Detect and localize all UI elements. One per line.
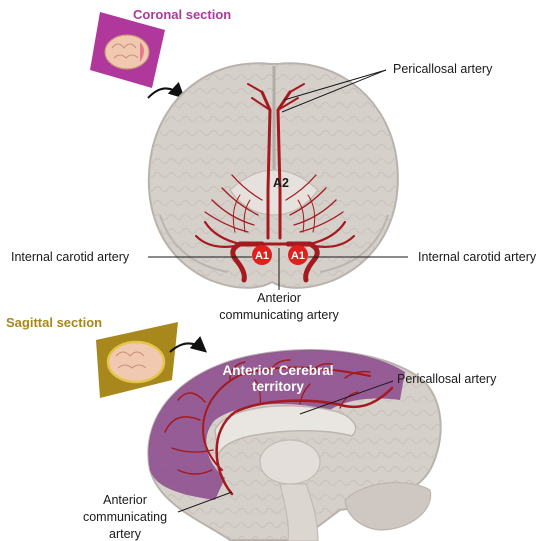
coronal-section-title: Coronal section bbox=[133, 7, 231, 22]
territory-label-line1: Anterior Cerebral bbox=[222, 363, 333, 378]
coronal-section-icon bbox=[90, 12, 165, 88]
coronal-acom-label-line2: communicating artery bbox=[219, 308, 339, 322]
a1-right-label: A1 bbox=[291, 250, 305, 262]
coronal-arrow-icon bbox=[148, 88, 182, 98]
sagittal-pericallosal-label: Pericallosal artery bbox=[397, 372, 497, 386]
a1-badge-right: A1 bbox=[288, 245, 308, 265]
sagittal-acom-label-line1: Anterior bbox=[103, 493, 147, 507]
right-internal-carotid-label: Internal carotid artery bbox=[418, 250, 537, 264]
left-internal-carotid-label: Internal carotid artery bbox=[11, 250, 130, 264]
sagittal-acom-label-line3: artery bbox=[109, 527, 142, 541]
sagittal-section-icon bbox=[96, 322, 178, 398]
coronal-acom-label-line1: Anterior bbox=[257, 291, 301, 305]
a1-badge-left: A1 bbox=[252, 245, 272, 265]
coronal-pericallosal-label: Pericallosal artery bbox=[393, 62, 493, 76]
a2-label: A2 bbox=[273, 176, 289, 190]
territory-label-line2: territory bbox=[252, 379, 304, 394]
sagittal-acom-label-line2: communicating bbox=[83, 510, 167, 524]
sagittal-section-title: Sagittal section bbox=[6, 315, 102, 330]
a1-left-label: A1 bbox=[255, 250, 269, 262]
